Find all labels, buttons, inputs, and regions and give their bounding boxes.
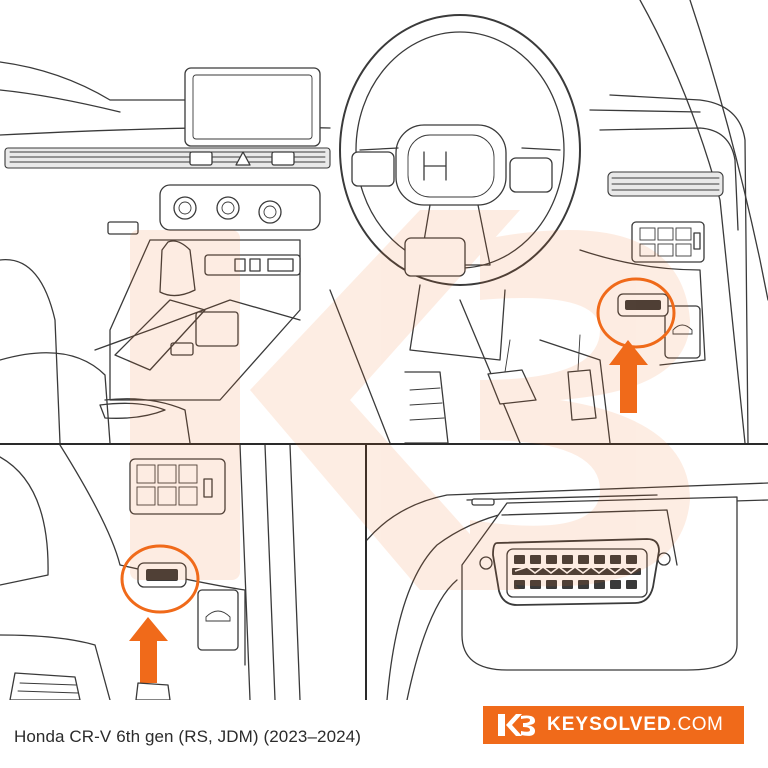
vertical-divider <box>365 445 367 700</box>
brand-tld: .COM <box>671 714 724 735</box>
hood-release <box>664 305 701 359</box>
pointer-arrow-icon <box>609 340 648 413</box>
obd2-port-illustration <box>367 482 768 700</box>
gear-shifter <box>159 240 196 297</box>
infotainment-screen <box>184 67 321 147</box>
dashboard-overview-panel <box>0 0 768 443</box>
keysolved-brand-banner[interactable]: KEYSOLVED.COM <box>483 706 744 744</box>
obd2-highlight-circle <box>596 277 676 349</box>
vehicle-caption: Honda CR-V 6th gen (RS, JDM) (2023–2024) <box>14 727 361 746</box>
brake-pedal <box>487 369 537 405</box>
hood-release-icon-closeup <box>205 610 231 622</box>
console-buttons <box>195 311 239 347</box>
hood-release-icon <box>672 324 693 335</box>
honda-h-logo-icon <box>423 151 447 181</box>
keysolved-logo-icon <box>498 714 535 736</box>
dashboard-illustration <box>0 0 768 443</box>
brand-name: KEYSOLVED <box>547 714 672 735</box>
hood-release-closeup <box>197 589 239 651</box>
obd2-connector-icon <box>479 538 671 606</box>
knee-panel-illustration <box>0 445 301 700</box>
obd2-port-closeup <box>367 445 768 700</box>
obd2-highlight-circle-closeup <box>120 544 200 614</box>
pointer-arrow-icon-closeup <box>129 617 168 683</box>
knee-panel-closeup <box>0 445 365 700</box>
horizontal-divider <box>0 443 768 445</box>
pedal-closeup <box>9 672 81 700</box>
climate-control-panel <box>159 184 321 231</box>
accelerator-pedal <box>567 369 597 421</box>
switch-panel <box>631 221 705 263</box>
switch-panel-closeup <box>129 458 226 515</box>
steering-wheel <box>339 14 581 361</box>
